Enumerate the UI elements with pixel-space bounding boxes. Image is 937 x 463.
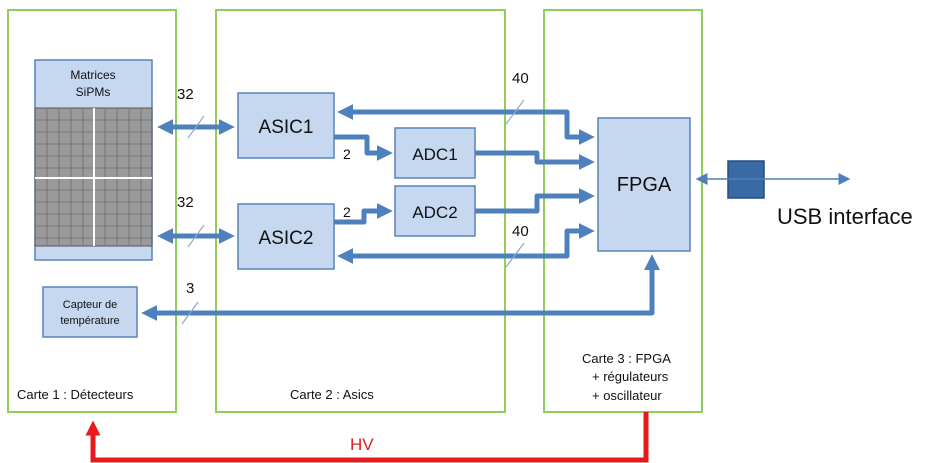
asic1-label: ASIC1 — [259, 117, 314, 138]
board-detectors — [7, 9, 177, 413]
adc1-label: ADC1 — [412, 145, 457, 164]
bus-slash-fpga-asic1 — [505, 99, 525, 125]
bus-width-fpga-asic1: 40 — [512, 70, 529, 87]
temperature-sensor-block: Capteur de température — [42, 286, 138, 338]
bus-adc1-fpga — [475, 150, 595, 171]
temp-sensor-line2: température — [60, 315, 119, 327]
bus-slash-sipm-asic1 — [187, 115, 205, 139]
asic1-block — [237, 92, 335, 159]
board2-label: Carte 2 : Asics — [290, 387, 374, 402]
board-fpga — [543, 9, 703, 413]
sipm-matrices-block: Matrices SiPMs — [34, 59, 153, 261]
bus-asic2-adc2 — [334, 202, 393, 225]
bus-adc2-fpga — [475, 187, 595, 214]
bus-slash-temp-fpga — [181, 301, 199, 325]
bus-width-asic2-adc2: 2 — [343, 204, 351, 220]
fpga-label: FPGA — [617, 174, 672, 196]
bus-slash-sipm-asic2 — [187, 224, 205, 248]
board3-label-line3: + oscillateur — [592, 388, 662, 403]
board3-label-line2: + régulateurs — [592, 369, 669, 384]
fpga-block — [597, 117, 691, 252]
board3-label-line1: Carte 3 : FPGA — [582, 351, 671, 366]
bus-fpga-asic1 — [337, 103, 595, 146]
temp-sensor-line1: Capteur de — [63, 299, 117, 311]
bus-width-fpga-asic2: 40 — [512, 223, 529, 240]
bus-width-sipm-asic2: 32 — [177, 194, 194, 211]
bus-width-sipm-asic1: 32 — [177, 86, 194, 103]
adc2-label: ADC2 — [412, 203, 457, 222]
sipm-pixel-grid — [35, 108, 152, 246]
sipm-title-line2: SiPMs — [76, 85, 111, 99]
bus-width-temp-fpga: 3 — [186, 280, 194, 297]
sipm-title-line1: Matrices — [70, 68, 115, 82]
bus-width-asic1-adc1: 2 — [343, 146, 351, 162]
asic2-label: ASIC2 — [259, 228, 314, 249]
usb-interface-label: USB interface — [777, 204, 913, 229]
board1-label: Carte 1 : Détecteurs — [17, 387, 134, 402]
hv-line — [85, 412, 649, 463]
hv-label: HV — [350, 435, 374, 454]
bus-temp-fpga — [141, 254, 661, 322]
